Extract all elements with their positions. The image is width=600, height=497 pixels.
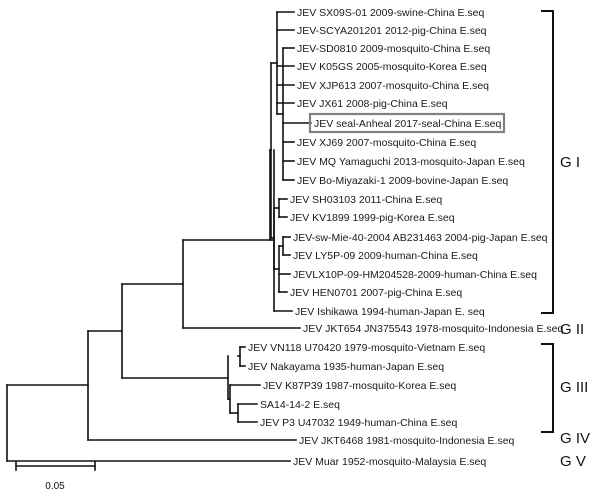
leaf-label-jkt654: JEV JKT654 JN375543 1978-mosquito-Indone… [303,323,563,335]
genotype-brackets [541,10,554,433]
leaf-label-vn118: JEV VN118 U70420 1979-mosquito-Vietnam E… [248,342,485,354]
leaf-label-sx09s: JEV SX09S-01 2009-swine-China E.seq [297,7,485,19]
genotype-label-g4: G IV [560,430,590,447]
leaf-label-p3: JEV P3 U47032 1949-human-China E.seq [260,417,457,429]
leaf-label-kv1899: JEV KV1899 1999-pig-Korea E.seq [290,212,455,224]
leaf-label-scya: JEV-SCYA201201 2012-pig-China E.seq [297,25,487,37]
leaf-label-nakayama: JEV Nakayama 1935-human-Japan E.seq [248,361,444,373]
leaf-label-k05gs: JEV K05GS 2005-mosquito-Korea E.seq [297,61,487,73]
leaf-label-ly5p: JEV LY5P-09 2009-human-China E.seq [293,250,478,262]
leaf-label-lx10p: JEVLX10P-09-HM204528-2009-human-China E.… [293,269,537,281]
leaf-labels: JEV SX09S-01 2009-swine-China E.seqJEV-S… [248,7,563,468]
leaf-label-jkt6468: JEV JKT6468 1981-mosquito-Indonesia E.se… [299,435,515,447]
g3-bracket [541,343,554,433]
leaf-label-xjp613: JEV XJP613 2007-mosquito-China E.seq [297,80,489,92]
tree-branches [6,11,312,462]
leaf-label-sh03103: JEV SH03103 2011-China E.seq [290,194,442,206]
genotype-label-g2: G II [560,321,584,338]
highlight-box [308,112,506,134]
leaf-label-swmie: JEV-sw-Mie-40-2004 AB231463 2004-pig-Jap… [293,232,548,244]
genotype-label-g3: G III [560,379,588,396]
g1-bracket [541,10,554,314]
leaf-label-hen0701: JEV HEN0701 2007-pig-China E.seq [290,287,462,299]
genotype-label-g5: G V [560,453,586,470]
leaf-label-bo: JEV Bo-Miyazaki-1 2009-bovine-Japan E.se… [297,175,508,187]
leaf-label-muar: JEV Muar 1952-mosquito-Malaysia E.seq [293,456,486,468]
leaf-label-sa14: SA14-14-2 E.seq [260,399,340,411]
leaf-label-mq: JEV MQ Yamaguchi 2013-mosquito-Japan E.s… [297,156,525,168]
scale-bar-label: 0.05 [45,481,65,492]
leaf-label-k87p39: JEV K87P39 1987-mosquito-Korea E.seq [263,380,456,392]
leaf-label-seal: JEV seal-Anheal 2017-seal-China E.seq [314,118,502,130]
genotype-labels: G I G II G III G IV G V [560,154,590,470]
leaf-label-jx61: JEV JX61 2008-pig-China E.seq [297,98,448,110]
scale-bar: 0.05 [15,461,96,492]
leaf-label-xj69: JEV XJ69 2007-mosquito-China E.seq [297,137,476,149]
genotype-label-g1: G I [560,154,580,171]
leaf-label-ishikawa: JEV Ishikawa 1994-human-Japan E. seq [295,306,485,318]
leaf-label-sd0810: JEV-SD0810 2009-mosquito-China E.seq [297,43,490,55]
